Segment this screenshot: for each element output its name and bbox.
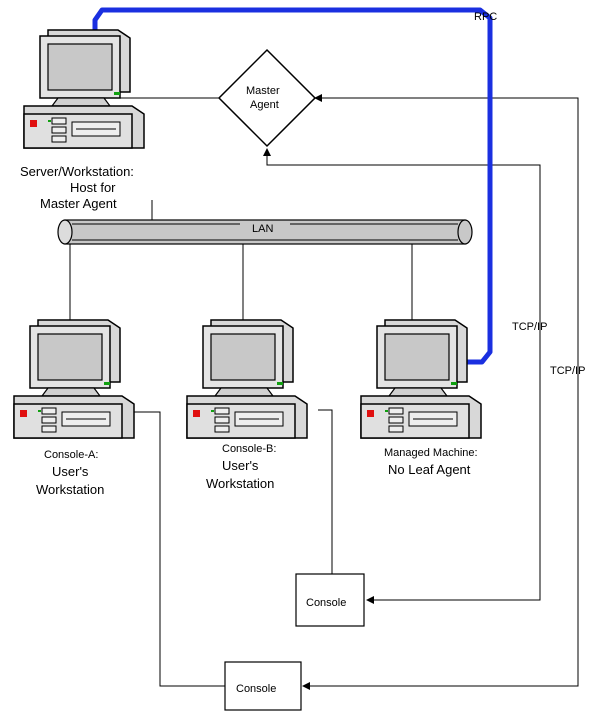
lan-bus: LAN xyxy=(58,220,472,244)
master-agent-node: Master Agent xyxy=(219,50,315,146)
console-b-label: Console-B: User's Workstation xyxy=(206,443,276,491)
rpc-connection-line xyxy=(95,10,490,362)
server-workstation-computer xyxy=(24,30,144,148)
managed-machine-label: Managed Machine: No Leaf Agent xyxy=(384,447,478,477)
console-box-upper-label: Console xyxy=(306,597,346,609)
server-label-line3: Master Agent xyxy=(40,196,117,211)
console-box-lower: Console xyxy=(225,662,301,710)
server-label-line2: Host for xyxy=(70,180,116,195)
server-label: Server/Workstation: Host for Master Agen… xyxy=(20,164,134,211)
lan-label: LAN xyxy=(252,223,273,235)
console-a-computer xyxy=(14,320,134,438)
managed-machine-label-line1: Managed Machine: xyxy=(384,447,478,459)
console-box-lower-label: Console xyxy=(236,683,276,695)
arrowhead-console-top xyxy=(366,596,374,604)
arrowhead-master-bottom xyxy=(263,148,271,156)
console-b-label-line1: Console-B: xyxy=(222,443,276,455)
console-b-label-line3: Workstation xyxy=(206,476,274,491)
console-box-upper: Console xyxy=(296,574,364,626)
console-b-label-line2: User's xyxy=(222,458,259,473)
master-agent-label-line1: Master xyxy=(246,85,280,97)
console-a-label-line1: Console-A: xyxy=(44,449,98,461)
console-a-label-line3: Workstation xyxy=(36,482,104,497)
console-b-computer xyxy=(187,320,307,438)
server-label-line1: Server/Workstation: xyxy=(20,164,134,179)
master-agent-label-line2: Agent xyxy=(250,99,279,111)
managed-machine-computer xyxy=(361,320,481,438)
console-a-label-line2: User's xyxy=(52,464,89,479)
tcpip-outer-label: TCP/IP xyxy=(550,365,585,377)
managed-machine-label-line2: No Leaf Agent xyxy=(388,462,471,477)
console-a-label: Console-A: User's Workstation xyxy=(36,449,104,497)
arrowhead-console-bottom xyxy=(302,682,310,690)
rpc-label: RPC xyxy=(474,11,497,23)
tcpip-inner-label: TCP/IP xyxy=(512,321,547,333)
